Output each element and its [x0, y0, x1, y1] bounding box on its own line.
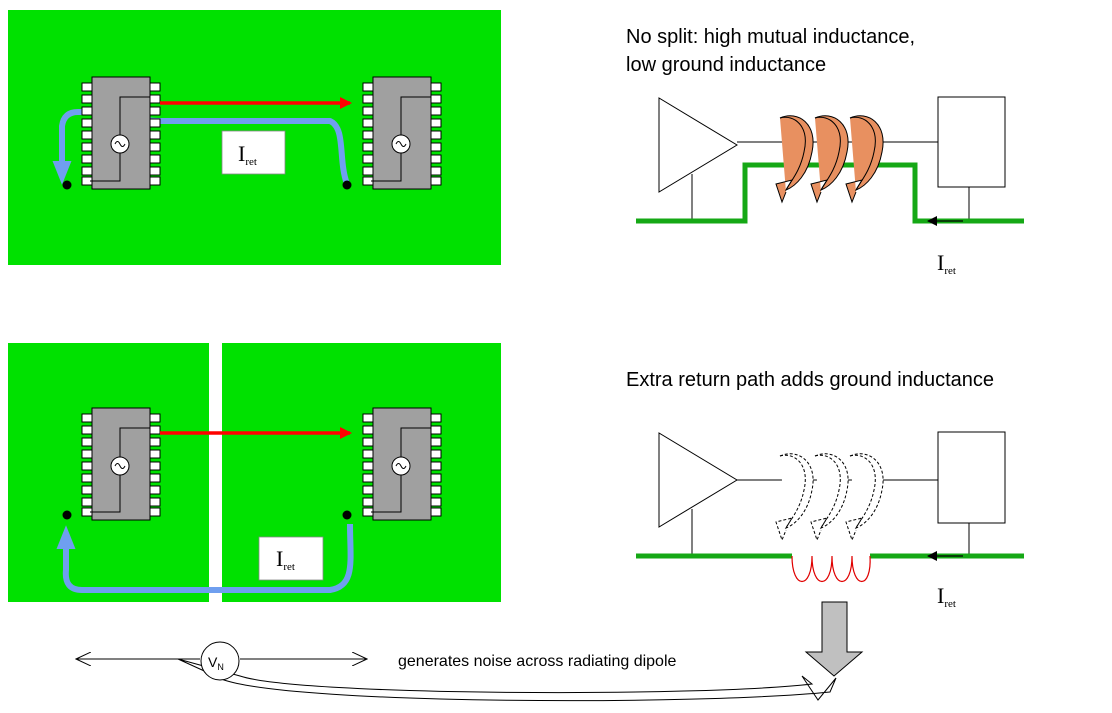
buffer-amplifier-icon: [658, 97, 738, 193]
receiver-box: [937, 431, 1006, 524]
noise-dipole: VN generates noise across radiating dipo…: [76, 601, 864, 702]
receiver-box: [937, 96, 1006, 188]
magnetic-flux-loop-icon: [810, 453, 849, 541]
ac-source-icon: [391, 134, 411, 154]
magnetic-flux-loop-icon: [845, 453, 884, 541]
noise-caption: generates noise across radiating dipole: [398, 653, 677, 670]
noise-voltage-source: [200, 641, 240, 681]
ic-chip-icon: [362, 76, 442, 190]
top-caption-line2: low ground inductance: [626, 54, 826, 76]
magnetic-flux-loop-icon: [845, 115, 884, 203]
magnetic-flux-loop-icon: [810, 115, 849, 203]
ground-via: [342, 510, 352, 520]
bottom-caption: Extra return path adds ground inductance: [626, 369, 994, 391]
return-current-path-bottom: [62, 523, 354, 593]
return-arrowhead-bottom: [56, 525, 76, 549]
top-schematic: No split: high mutual inductance, low gr…: [626, 26, 1024, 277]
vn-label: VN: [208, 654, 224, 672]
top-caption-line1: No split: high mutual inductance,: [626, 26, 915, 48]
ac-source-icon: [391, 456, 411, 476]
magnetic-flux-loop-icon: [775, 453, 814, 541]
ac-source-icon: [110, 134, 130, 154]
bottom-board: Iret: [8, 343, 501, 602]
magnetic-flux-loop-icon: [775, 115, 814, 203]
iret-label-box: [221, 130, 286, 175]
ground-via: [62, 510, 72, 520]
bottom-schematic: Extra return path adds ground inductance…: [626, 369, 1024, 610]
callout-curve-arrow: [177, 658, 837, 702]
iret-label-box: [258, 536, 324, 581]
ac-source-icon: [110, 456, 130, 476]
ground-via: [62, 180, 72, 190]
buffer-amplifier-icon: [658, 432, 738, 528]
iret-label: Iret: [937, 583, 956, 610]
ground-via: [342, 180, 352, 190]
iret-label: Iret: [238, 141, 257, 168]
top-board: Iret: [8, 10, 501, 265]
return-arrowhead-top: [52, 161, 72, 185]
ic-chip-icon: [81, 76, 161, 190]
iret-label: Iret: [276, 546, 295, 573]
gray-down-arrow: [804, 601, 864, 677]
iret-label: Iret: [937, 250, 956, 277]
inductor-coil-icon: [791, 555, 871, 583]
